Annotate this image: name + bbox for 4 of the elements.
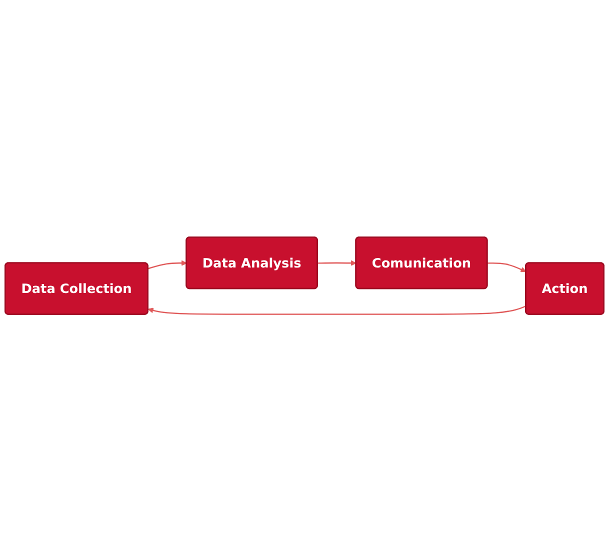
arrow: [487, 262, 526, 272]
arrow: [148, 306, 526, 316]
arrow: [148, 260, 187, 270]
arrow: [318, 260, 356, 266]
